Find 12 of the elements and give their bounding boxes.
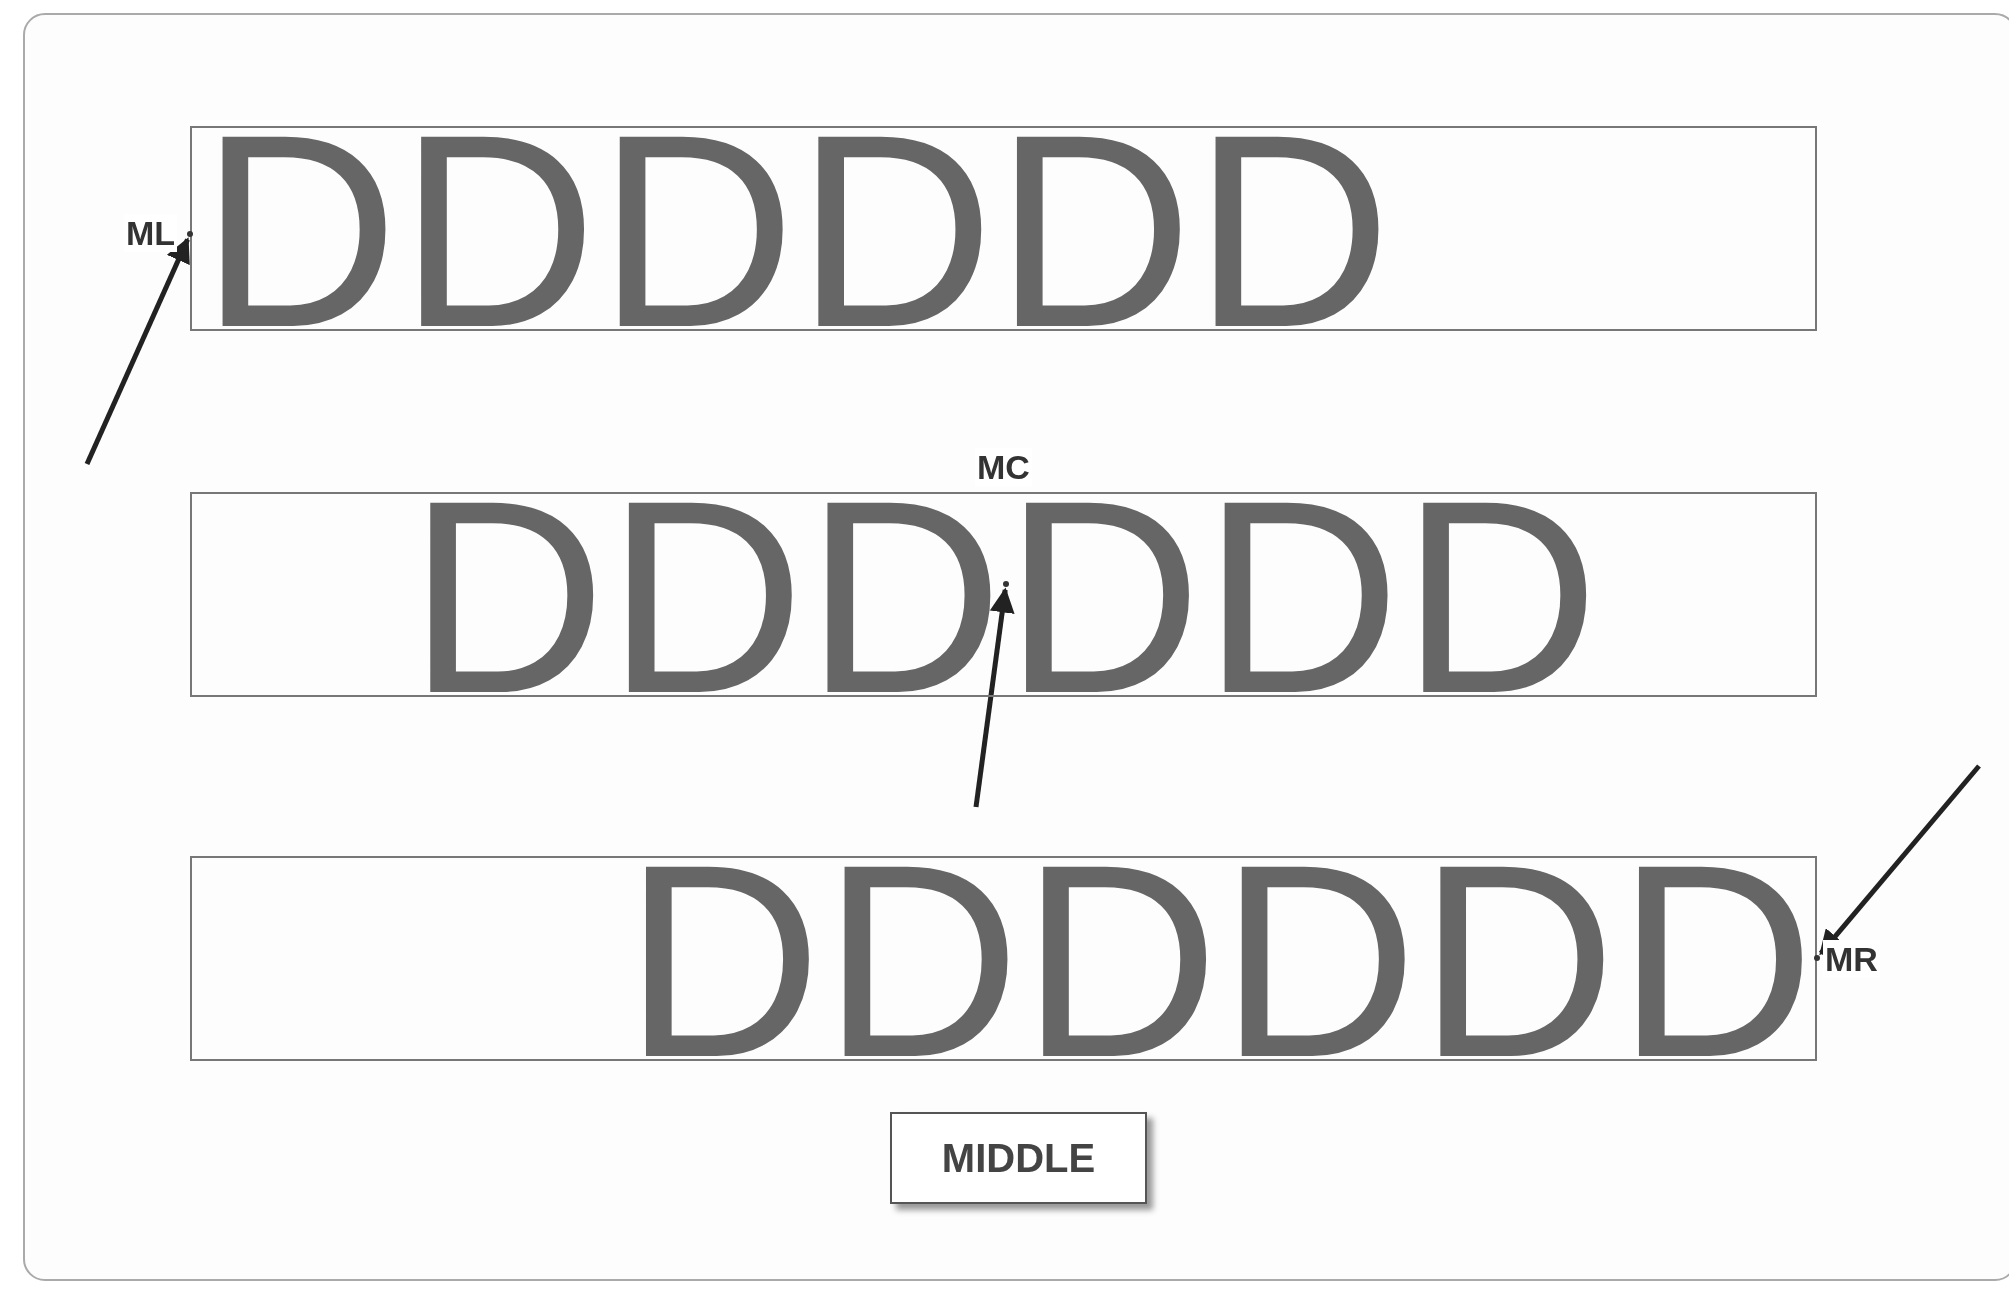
sample-text: DDDDDD (200, 128, 1392, 333)
text-frame (190, 492, 1817, 697)
arrow (1818, 764, 1981, 956)
alignment-point (1814, 955, 1820, 961)
text-frame (190, 126, 1817, 331)
text-frame (190, 856, 1817, 1061)
arrow (84, 237, 190, 465)
sample-text: DDDDDD (407, 494, 1600, 699)
sample-text: DDDDDD (623, 858, 1815, 1063)
alignment-point (187, 231, 193, 237)
arrow (973, 587, 1015, 808)
caption-box: MIDDLE (890, 1112, 1147, 1204)
